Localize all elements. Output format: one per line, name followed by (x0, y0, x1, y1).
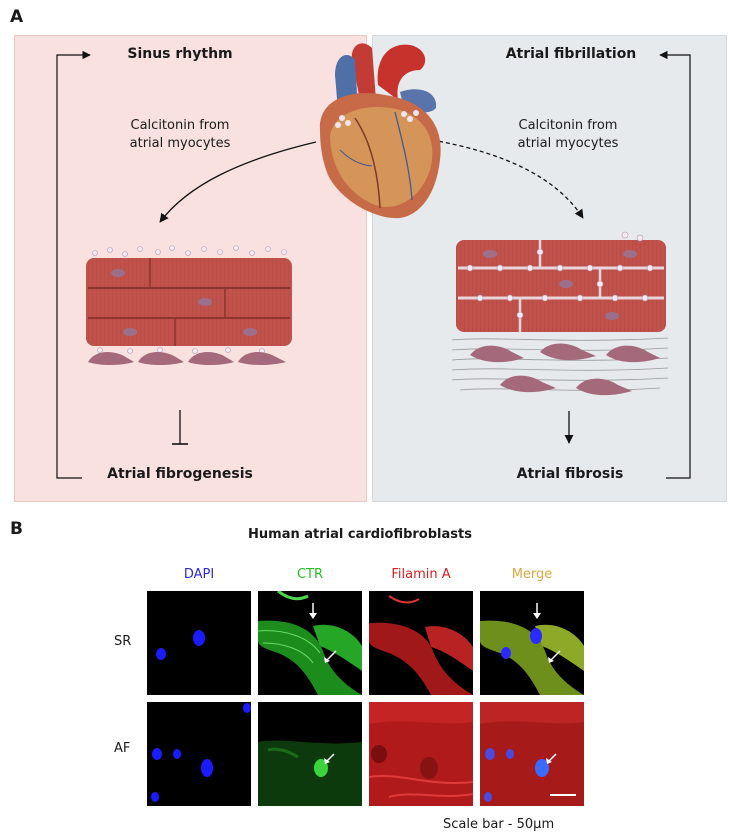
atrial-fibrosis-label: Atrial fibrosis (516, 466, 624, 482)
sr-calcitonin-source: Calcitonin from atrial myocytes (110, 117, 250, 153)
inhibition-symbol (172, 410, 188, 445)
scale-bar-label: Scale bar - 50μm (443, 817, 555, 832)
panel-b-title: Human atrial cardiofibroblasts (248, 527, 472, 542)
micrograph-sr-merge (480, 591, 584, 695)
micrograph-sr-ctr (258, 591, 362, 695)
sr-calcitonin-dots (92, 245, 287, 354)
col-header-filamin-a: Filamin A (391, 567, 451, 582)
sinus-rhythm-title: Sinus rhythm (127, 46, 233, 62)
sr-fibroblasts (88, 352, 286, 365)
af-fibroblasts (470, 343, 660, 396)
af-calcitonin-dots (466, 231, 654, 319)
panel-a-graphics (56, 43, 691, 479)
heart-illustration (319, 43, 441, 219)
atrial-fibrogenesis-label: Atrial fibrogenesis (107, 466, 253, 482)
sr-feedback-loop-arrow (56, 50, 91, 479)
col-header-merge: Merge (511, 567, 553, 582)
af-calcitonin-source: Calcitonin from atrial myocytes (498, 117, 638, 153)
af-calcitonin-arrow (431, 139, 584, 219)
af-source-line2: atrial myocytes (517, 136, 619, 151)
micrograph-sr-filamin-a (369, 591, 473, 695)
af-myocyte-tissue (456, 240, 666, 332)
micrograph-sr-dapi (147, 591, 251, 695)
micrograph-af-merge (480, 702, 584, 806)
panel-a-letter: A (10, 7, 24, 27)
micrograph-af-ctr (258, 702, 362, 806)
af-feedback-loop-arrow (659, 50, 691, 479)
row-label-sr: SR (114, 634, 132, 649)
row-label-af: AF (114, 741, 131, 756)
atrial-fibrillation-title: Atrial fibrillation (505, 46, 637, 62)
af-source-line1: Calcitonin from (518, 118, 618, 133)
micrograph-af-filamin-a (369, 702, 473, 806)
col-header-ctr: CTR (296, 567, 324, 582)
panel-b-letter: B (10, 519, 23, 539)
sr-calcitonin-arrow (159, 141, 317, 223)
sr-source-line1: Calcitonin from (130, 118, 230, 133)
sr-source-line2: atrial myocytes (129, 136, 231, 151)
sr-myocyte-tissue (86, 258, 292, 346)
col-header-dapi: DAPI (183, 567, 215, 582)
micrograph-af-dapi (147, 702, 251, 806)
